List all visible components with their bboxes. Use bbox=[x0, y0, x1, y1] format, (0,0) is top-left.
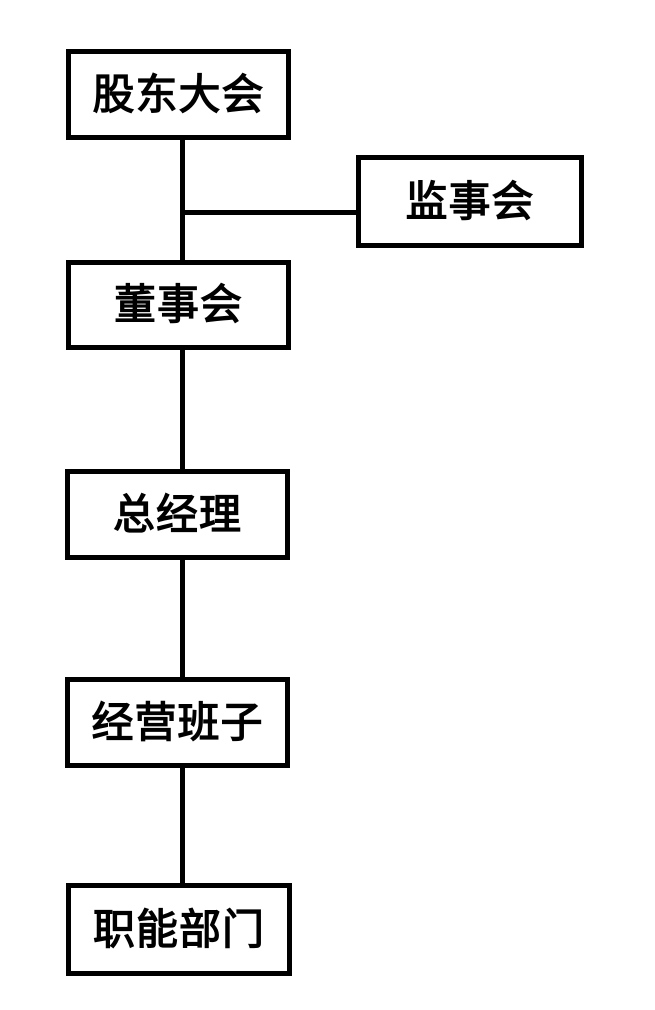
node-functional-departments-label: 职能部门 bbox=[92, 905, 265, 953]
node-supervisory-board-label: 监事会 bbox=[405, 177, 535, 225]
node-shareholders-meeting-label: 股东大会 bbox=[92, 70, 265, 118]
connector-gm-to-management bbox=[180, 560, 185, 677]
node-shareholders-meeting: 股东大会 bbox=[66, 49, 291, 140]
node-general-manager-label: 总经理 bbox=[112, 490, 242, 538]
connector-shareholders-to-board bbox=[180, 140, 185, 260]
connector-board-to-gm bbox=[180, 350, 185, 469]
node-board-of-directors: 董事会 bbox=[66, 260, 291, 350]
node-management-team-label: 经营班子 bbox=[91, 698, 264, 746]
node-functional-departments: 职能部门 bbox=[66, 883, 292, 976]
connector-management-to-functional bbox=[180, 768, 185, 883]
node-board-of-directors-label: 董事会 bbox=[113, 281, 243, 328]
node-management-team: 经营班子 bbox=[65, 677, 290, 768]
connector-spine-to-supervisory bbox=[183, 210, 356, 215]
node-supervisory-board: 监事会 bbox=[356, 155, 584, 248]
node-general-manager: 总经理 bbox=[65, 469, 290, 560]
